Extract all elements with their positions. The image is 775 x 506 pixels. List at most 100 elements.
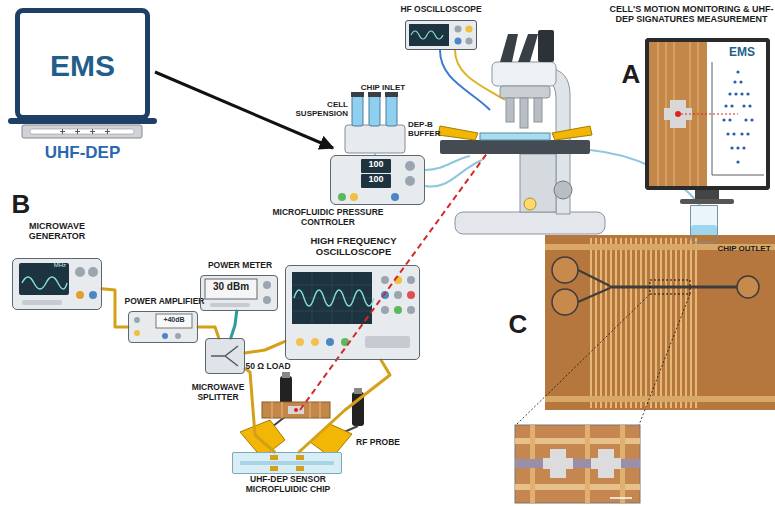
power-meter-illustration [205, 279, 257, 299]
microscope [552, 126, 592, 140]
device-readout: EMS [717, 46, 767, 60]
zoom-link [300, 152, 488, 410]
amplifier-illustration [156, 314, 192, 328]
chip-illustration [270, 455, 278, 460]
micrograph-zoom [515, 459, 640, 468]
chip-illustration [240, 461, 334, 465]
laptop-illustration [22, 125, 142, 138]
monitor-illustration [675, 111, 681, 117]
chip-illustration [296, 466, 304, 471]
microscope [506, 98, 514, 122]
amplifier-illustration [128, 311, 198, 343]
scope-illustration [394, 306, 402, 314]
monitor-illustration [649, 42, 766, 186]
laptop-illustration [60, 129, 110, 134]
microscope [438, 126, 478, 140]
micrograph-zoom [515, 425, 640, 503]
laptop-screen: EMSUHF-DEP [15, 8, 150, 120]
chip-micrograph [610, 286, 737, 289]
microscope [480, 133, 550, 140]
scope-box: HIGH FREQUENCY OSCILLOSCOPE [285, 265, 420, 360]
monitor-illustration [726, 132, 729, 135]
oscilloscope-illustration [405, 20, 477, 50]
monitor-illustration [728, 118, 731, 121]
splitter-illustration [211, 346, 238, 366]
microscope [492, 62, 556, 86]
cable-connector [198, 327, 219, 338]
monitor-illustration [664, 108, 692, 120]
chip-micrograph-inset [294, 408, 298, 412]
splitter-illustration [205, 338, 245, 374]
chip-micrograph [650, 280, 690, 294]
vial-rack [369, 96, 380, 126]
load-and-probe [282, 372, 290, 378]
monitor-illustration [680, 199, 734, 204]
monitor-illustration [740, 92, 743, 95]
chip-micrograph [578, 270, 610, 302]
power-meter-box: POWER METER30 dBm [200, 275, 278, 311]
amplifier-illustration [134, 317, 140, 323]
laptop-illustration [15, 8, 150, 120]
amplifier-illustration [128, 311, 198, 343]
chip-micrograph [552, 257, 578, 283]
scope-illustration [285, 265, 420, 360]
laptop-illustration [8, 8, 157, 138]
amplifier-illustration [162, 333, 168, 339]
power-meter-illustration [263, 281, 271, 289]
device-readout: 30 dBm [205, 281, 257, 293]
pressure-controller-illustration [405, 176, 415, 186]
monitor-illustration [658, 42, 698, 186]
monitor-illustration [734, 92, 737, 95]
pressure-controller-illustration [361, 174, 391, 188]
microscope [520, 98, 528, 128]
monitor-illustration [746, 132, 749, 135]
pressure-controller-illustration [361, 159, 391, 173]
power-meter-illustration [210, 303, 250, 307]
monitor-illustration [733, 80, 736, 83]
micrograph-zoom [591, 458, 621, 469]
power-meter-illustration [263, 296, 271, 304]
amplifier-illustration [175, 333, 181, 339]
device-label: MICROWAVE SPLITTER [178, 383, 258, 403]
monitor-illustration [722, 118, 725, 121]
chip-illustration [232, 452, 342, 474]
load-and-probe [240, 372, 364, 458]
pressure-controller-illustration [425, 156, 470, 170]
microscope [520, 154, 556, 212]
microscope [538, 30, 554, 62]
cable-connector [102, 289, 128, 327]
monitor-illustration [740, 132, 743, 135]
part-label: 50 Ω LOAD [238, 362, 298, 372]
monitor-illustration [742, 146, 745, 149]
monitor-illustration [736, 160, 739, 163]
oscilloscope-illustration [455, 26, 462, 33]
vial-rack [345, 125, 405, 153]
device-label: UHF-DEP SENSOR MICROFLUIDIC CHIP [233, 475, 343, 495]
micrograph-zoom [610, 497, 632, 499]
device-label: POWER METER [201, 261, 279, 271]
monitor-illustration [722, 70, 753, 163]
pressure-controller-illustration [405, 161, 415, 171]
pressure-controller-illustration [338, 193, 346, 201]
monitor-illustration [732, 132, 735, 135]
cable-connector [245, 341, 285, 353]
chip-micrograph [737, 276, 759, 298]
generator-illustration [12, 258, 102, 310]
power-meter-illustration [200, 275, 278, 311]
scope-illustration [381, 306, 389, 314]
panel-letter: C [503, 310, 533, 340]
cable-connector [231, 311, 237, 338]
beaker-box: CHIP OUTLET [690, 205, 718, 243]
vial-rack [368, 92, 381, 97]
splitter-box: MICROWAVE SPLITTER [205, 338, 245, 374]
monitor-illustration [695, 190, 719, 199]
part-label: CELL SUSPENSION [290, 100, 348, 118]
power-meter-illustration [200, 275, 278, 311]
monitor-illustration [645, 38, 770, 190]
oscilloscope-illustration [409, 24, 449, 46]
load-and-probe [354, 388, 362, 394]
generator-illustration [75, 267, 85, 277]
device-label: EMS [20, 49, 145, 84]
chip-micrograph [516, 235, 775, 425]
sensor-chip: UHF-DEP SENSOR MICROFLUIDIC CHIP [232, 452, 342, 474]
